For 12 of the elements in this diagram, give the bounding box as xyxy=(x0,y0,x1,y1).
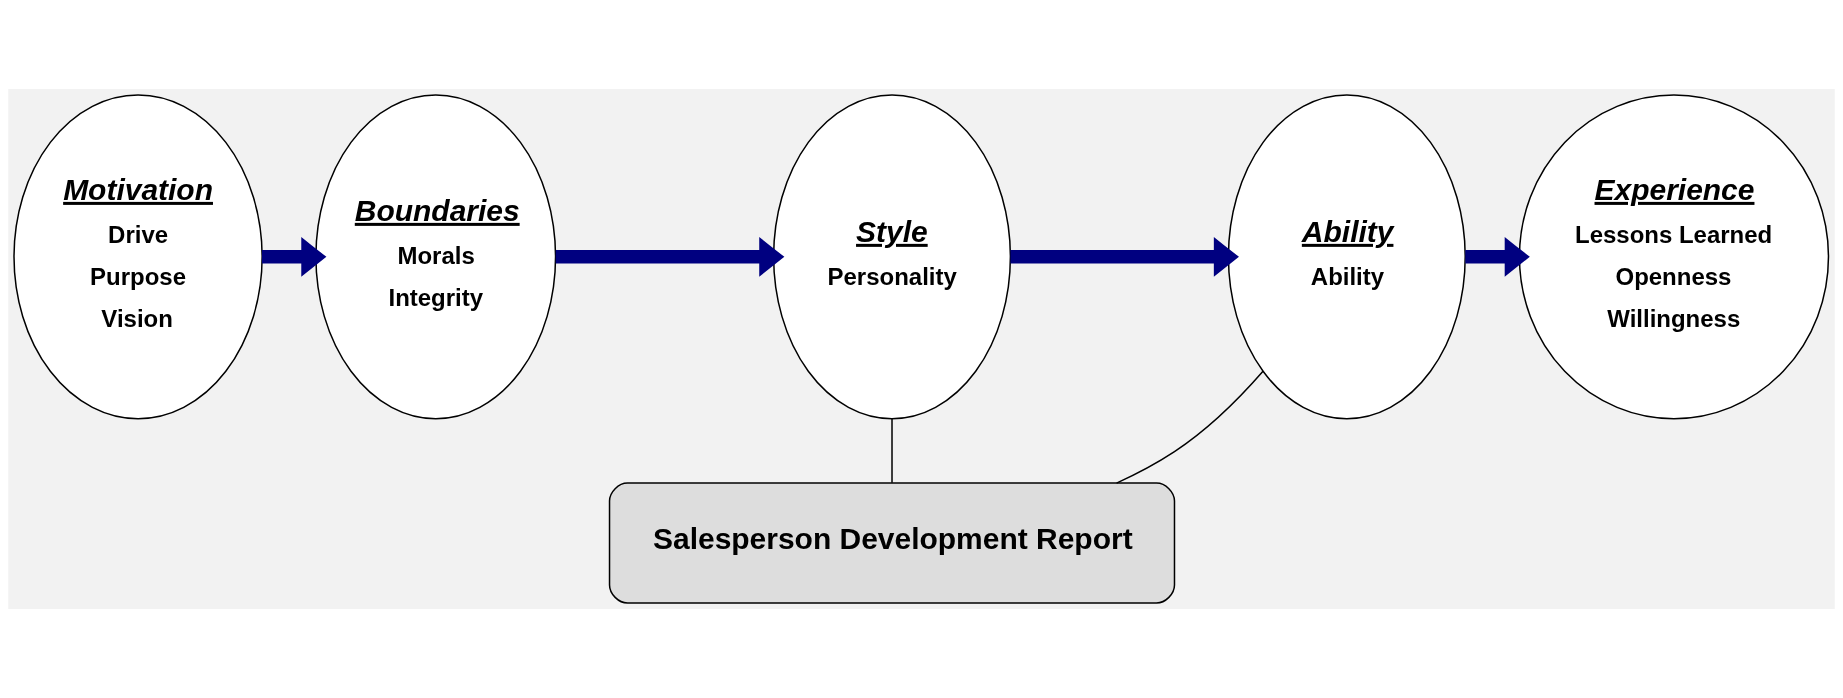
arrow xyxy=(261,237,327,277)
node-box: Salesperson Development Report xyxy=(608,482,1176,604)
connector xyxy=(1115,370,1264,484)
arrow xyxy=(1010,237,1239,277)
node-ellipse: Style Personality xyxy=(772,94,1012,420)
arrow xyxy=(555,237,785,277)
arrow xyxy=(1465,237,1530,277)
node-ellipse: Ability Ability xyxy=(1227,94,1466,420)
node-ellipse: Motivation Drive Purpose Vision xyxy=(13,94,263,420)
node-ellipse: Boundaries Morals Integrity xyxy=(315,94,557,420)
node-circle: Experience Lessons Learned Openness Willingness xyxy=(1518,94,1830,420)
connector xyxy=(891,418,893,484)
